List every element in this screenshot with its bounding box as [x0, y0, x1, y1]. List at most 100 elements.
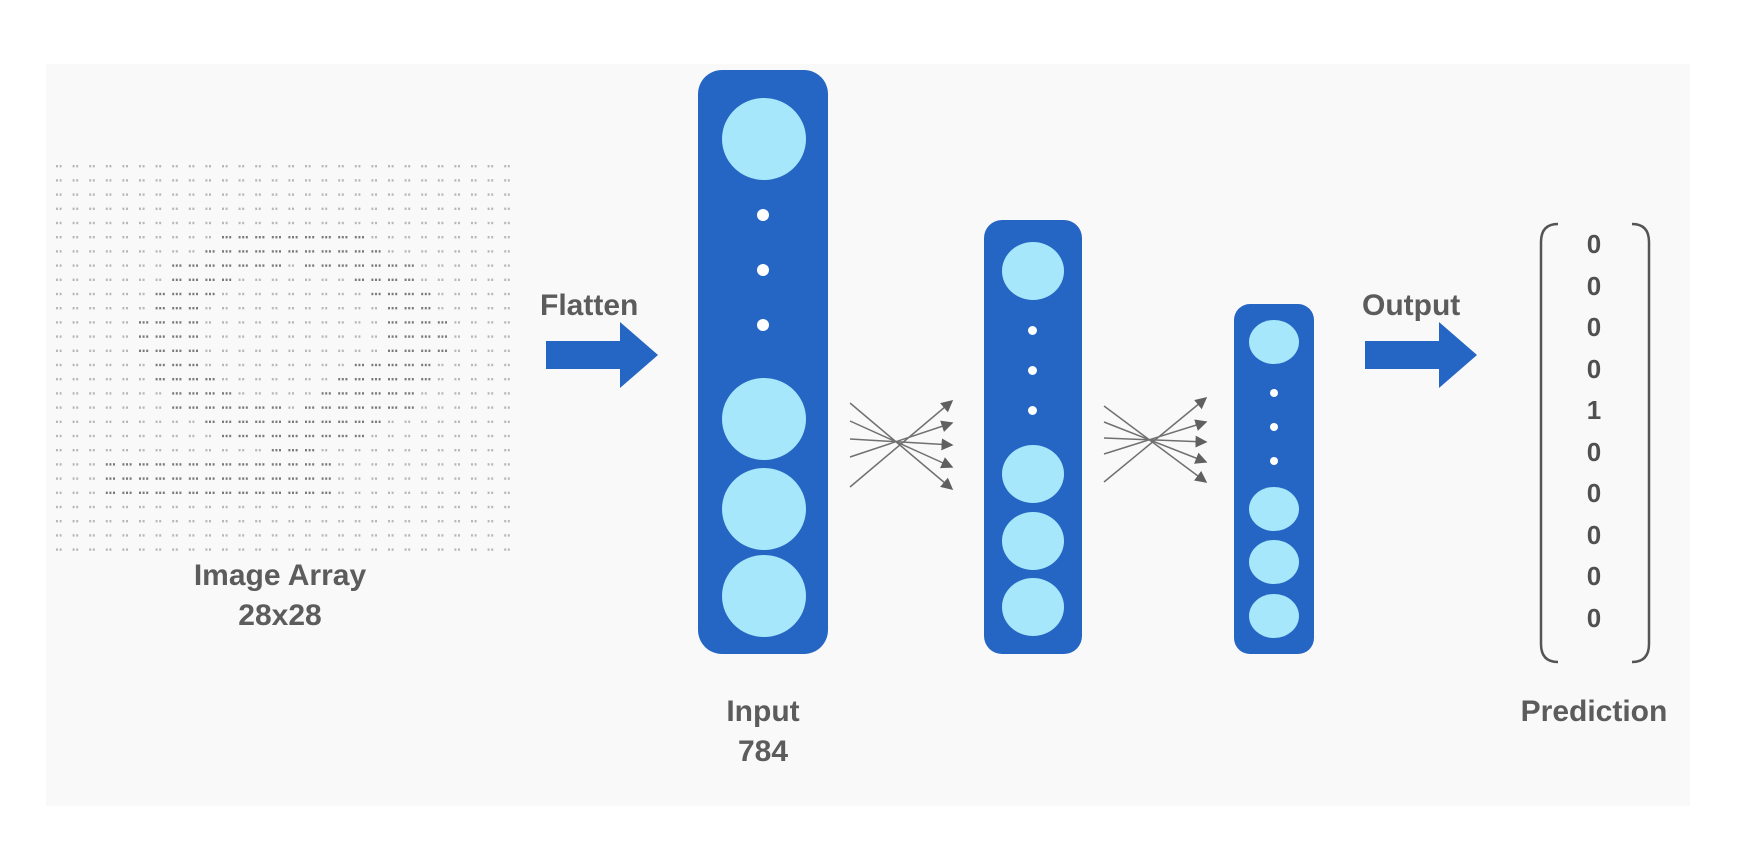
pixel-cell	[388, 236, 394, 239]
pixel-cell	[388, 534, 394, 537]
pixel-cell	[404, 491, 411, 494]
pixel-cell	[437, 207, 444, 210]
pixel-cell	[404, 378, 414, 381]
pixel-cell	[122, 193, 128, 196]
pixel-cell	[338, 236, 348, 239]
pixel-cell	[371, 335, 377, 338]
pixel-cell	[172, 449, 178, 452]
pixel-cell	[188, 236, 195, 239]
pixel-cell	[205, 505, 211, 509]
pixel-cell	[238, 420, 248, 423]
output-label: Output	[1362, 289, 1461, 322]
pixel-cell	[288, 449, 298, 452]
pixel-cell	[288, 520, 294, 523]
pixel-cell	[188, 463, 198, 466]
pixel-cell	[321, 378, 328, 381]
pixel-cell	[454, 236, 460, 239]
pixel-cell	[338, 250, 348, 253]
pixel-cell	[504, 477, 510, 480]
pixel-cell	[421, 548, 427, 551]
pixel-cell	[338, 392, 348, 395]
pixel-cell	[238, 378, 245, 381]
pixel-cell	[421, 463, 427, 466]
hidden-neuron	[1002, 512, 1064, 570]
pixel-cell	[404, 477, 411, 480]
pixel-cell	[288, 349, 294, 352]
pixel-cell	[437, 250, 444, 253]
pixel-cell	[371, 420, 381, 423]
pixel-cell	[255, 349, 261, 352]
image-array-title: Image Array	[193, 559, 367, 592]
pixel-cell	[105, 165, 112, 168]
pixel-cell	[388, 335, 398, 338]
hidden-neuron	[1249, 320, 1299, 364]
pixel-cell	[205, 278, 215, 281]
pixel-cell	[122, 321, 128, 324]
pixel-cell	[205, 520, 211, 523]
pixel-cell	[437, 363, 444, 367]
pixel-cell	[89, 165, 95, 168]
pixel-cell	[56, 250, 62, 253]
pixel-cell	[354, 278, 364, 281]
pixel-cell	[172, 505, 178, 509]
pixel-cell	[271, 491, 281, 494]
ellipsis-dot	[1028, 406, 1037, 415]
pixel-cell	[504, 534, 510, 537]
pixel-cell	[188, 264, 198, 267]
pixel-cell	[371, 250, 381, 253]
pixel-cell	[188, 165, 195, 168]
pixel-cell	[305, 520, 311, 523]
pixel-cell	[487, 264, 494, 267]
pixel-cell	[122, 264, 128, 267]
pixel-cell	[188, 307, 198, 310]
pixel-cell	[89, 349, 95, 352]
pixel-cell	[371, 278, 381, 281]
pixel-cell	[321, 321, 328, 324]
pixel-cell	[371, 292, 381, 296]
pixel-cell	[172, 548, 178, 551]
pixel-cell	[388, 207, 394, 210]
pixel-cell	[471, 449, 477, 452]
pixel-cell	[321, 307, 328, 310]
pixel-cell	[56, 335, 62, 338]
pixel-cell	[487, 534, 494, 537]
pixel-cell	[222, 207, 228, 210]
pixel-cell	[155, 264, 162, 267]
pixel-cell	[255, 179, 261, 182]
pixel-cell	[172, 278, 182, 281]
prediction-value: 1	[1586, 395, 1602, 425]
pixel-cell	[388, 221, 394, 225]
pixel-cell	[255, 434, 265, 438]
pixel-cell	[321, 278, 328, 281]
pixel-cell	[72, 292, 79, 296]
pixel-cell	[404, 221, 411, 225]
pixel-cell	[255, 321, 261, 324]
pixel-cell	[454, 378, 460, 381]
pixel-cell	[139, 505, 145, 509]
pixel-cell	[205, 165, 211, 168]
pixel-cell	[271, 406, 281, 409]
pixel-cell	[454, 307, 460, 310]
pixel-cell	[188, 250, 195, 253]
pixel-cell	[172, 321, 182, 324]
pixel-cell	[188, 179, 195, 182]
pixel-cell	[288, 392, 294, 395]
pixel-cell	[404, 250, 411, 253]
pixel-cell	[354, 420, 364, 423]
pixel-cell	[89, 307, 95, 310]
pixel-cell	[487, 321, 494, 324]
pixel-cell	[437, 349, 447, 352]
pixel-cell	[504, 165, 510, 168]
pixel-cell	[288, 250, 298, 253]
pixel-cell	[354, 392, 364, 395]
pixel-cell	[288, 207, 294, 210]
pixel-cell	[305, 491, 315, 494]
pixel-cell	[421, 278, 427, 281]
pixel-cell	[421, 363, 431, 367]
pixel-cell	[139, 321, 149, 324]
pixel-cell	[139, 193, 145, 196]
pixel-cell	[338, 477, 344, 480]
pixel-cell	[238, 363, 245, 367]
pixel-cell	[139, 236, 145, 239]
pixel-cell	[255, 463, 265, 466]
